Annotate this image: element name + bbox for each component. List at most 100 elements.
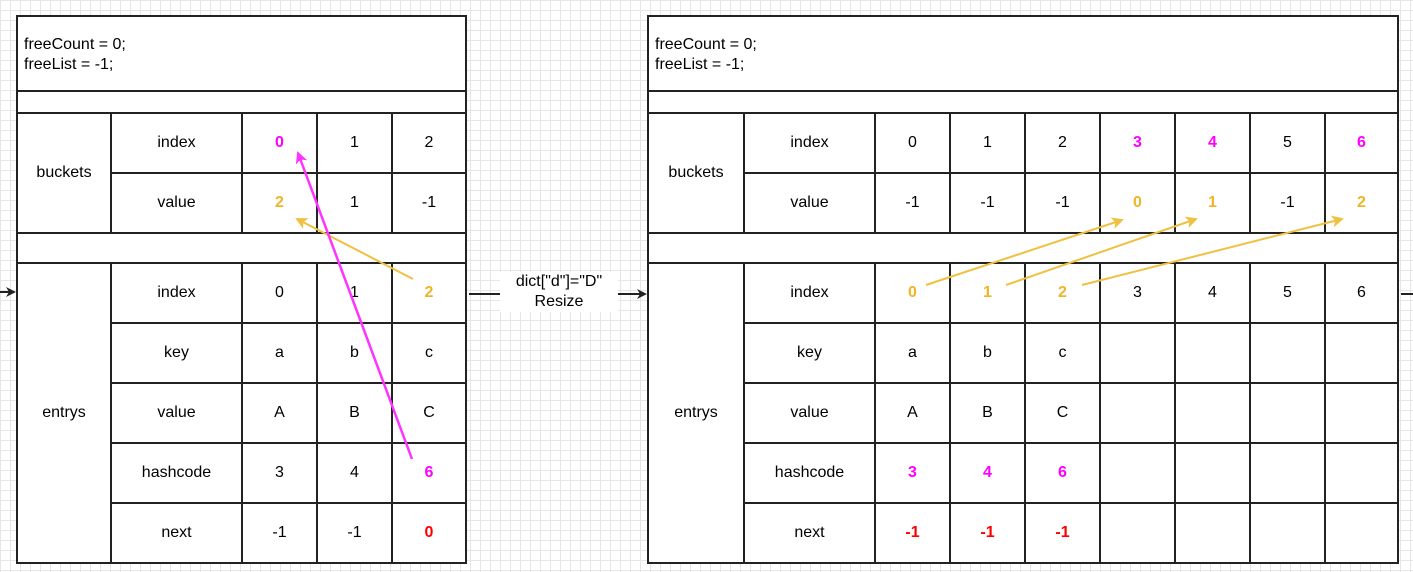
right-entry-next-cell xyxy=(1324,502,1399,564)
right-entry-hashcode-cell xyxy=(1174,442,1251,504)
left-entrys-row-label: key xyxy=(110,322,243,384)
left-buckets-value-label: value xyxy=(110,172,243,234)
right-entry-next-cell: -1 xyxy=(874,502,951,564)
right-entry-index-cell: 5 xyxy=(1249,262,1326,324)
left-entrys-row-label: hashcode xyxy=(110,442,243,504)
transition-operation: dict["d"]="D" xyxy=(515,273,603,290)
right-entry-index-cell: 4 xyxy=(1174,262,1251,324)
right-buckets-label: buckets xyxy=(647,112,745,234)
left-spacer-top xyxy=(16,90,467,114)
right-entry-hashcode-cell: 6 xyxy=(1024,442,1101,504)
right-entry-next-cell xyxy=(1249,502,1326,564)
right-bucket-index-cell: 3 xyxy=(1099,112,1176,174)
left-entry-value-cell: B xyxy=(316,382,393,444)
left-entry-index-cell: 2 xyxy=(391,262,467,324)
right-entry-hashcode-cell: 4 xyxy=(949,442,1026,504)
right-header: freeCount = 0; freeList = -1; xyxy=(647,15,1399,92)
transition-label: dict["d"]="D" Resize xyxy=(500,272,618,312)
right-entry-value-cell xyxy=(1174,382,1251,444)
right-entrys-row-label: value xyxy=(743,382,876,444)
left-bucket-index-cell: 2 xyxy=(391,112,467,174)
right-entry-value-cell: C xyxy=(1024,382,1101,444)
right-entry-index-cell: 1 xyxy=(949,262,1026,324)
right-bucket-value-cell: 0 xyxy=(1099,172,1176,234)
left-header: freeCount = 0; freeList = -1; xyxy=(16,15,467,92)
left-bucket-index-cell: 0 xyxy=(241,112,318,174)
left-entry-hashcode-cell: 6 xyxy=(391,442,467,504)
right-entry-index-cell: 3 xyxy=(1099,262,1176,324)
right-entrys-row-label: hashcode xyxy=(743,442,876,504)
left-entry-hashcode-cell: 4 xyxy=(316,442,393,504)
left-entry-next-cell: -1 xyxy=(316,502,393,564)
right-bucket-value-cell: 1 xyxy=(1174,172,1251,234)
right-bucket-index-cell: 0 xyxy=(874,112,951,174)
right-entry-value-cell xyxy=(1099,382,1176,444)
right-entrys-label: entrys xyxy=(647,262,745,564)
left-buckets-index-label: index xyxy=(110,112,243,174)
transition-resize: Resize xyxy=(534,293,584,310)
left-free-count: freeCount = 0; xyxy=(24,36,126,53)
right-entry-value-cell xyxy=(1249,382,1326,444)
left-bucket-index-cell: 1 xyxy=(316,112,393,174)
right-entry-index-cell: 6 xyxy=(1324,262,1399,324)
left-entry-next-cell: -1 xyxy=(241,502,318,564)
right-entrys-row-label: next xyxy=(743,502,876,564)
left-bucket-value-cell: 2 xyxy=(241,172,318,234)
right-entrys-row-label: key xyxy=(743,322,876,384)
right-bucket-index-cell: 4 xyxy=(1174,112,1251,174)
right-bucket-value-cell: 2 xyxy=(1324,172,1399,234)
right-entry-key-cell: b xyxy=(949,322,1026,384)
right-entry-hashcode-cell: 3 xyxy=(874,442,951,504)
right-buckets-index-label: index xyxy=(743,112,876,174)
right-entry-key-cell: a xyxy=(874,322,951,384)
right-entry-key-cell xyxy=(1324,322,1399,384)
left-entry-index-cell: 1 xyxy=(316,262,393,324)
left-free-list: freeList = -1; xyxy=(24,56,114,73)
left-bucket-value-cell: 1 xyxy=(316,172,393,234)
right-entry-value-cell xyxy=(1324,382,1399,444)
left-entry-value-cell: A xyxy=(241,382,318,444)
right-entry-value-cell: B xyxy=(949,382,1026,444)
right-entry-hashcode-cell xyxy=(1324,442,1399,504)
right-entry-next-cell: -1 xyxy=(1024,502,1101,564)
left-entry-key-cell: c xyxy=(391,322,467,384)
right-buckets-value-label: value xyxy=(743,172,876,234)
right-entry-key-cell xyxy=(1174,322,1251,384)
right-free-list: freeList = -1; xyxy=(655,56,745,73)
left-entrys-row-label: value xyxy=(110,382,243,444)
right-entry-key-cell xyxy=(1099,322,1176,384)
left-entrys-row-label: next xyxy=(110,502,243,564)
right-free-count: freeCount = 0; xyxy=(655,36,757,53)
right-entry-key-cell xyxy=(1249,322,1326,384)
left-bucket-value-cell: -1 xyxy=(391,172,467,234)
left-entrys-row-label: index xyxy=(110,262,243,324)
right-bucket-value-cell: -1 xyxy=(874,172,951,234)
right-spacer-mid xyxy=(647,232,1399,264)
left-entry-value-cell: C xyxy=(391,382,467,444)
left-entry-key-cell: b xyxy=(316,322,393,384)
right-entry-value-cell: A xyxy=(874,382,951,444)
right-entry-hashcode-cell xyxy=(1249,442,1326,504)
right-entrys-row-label: index xyxy=(743,262,876,324)
left-entry-hashcode-cell: 3 xyxy=(241,442,318,504)
right-entry-next-cell xyxy=(1174,502,1251,564)
right-entry-next-cell: -1 xyxy=(949,502,1026,564)
right-entry-key-cell: c xyxy=(1024,322,1101,384)
right-bucket-value-cell: -1 xyxy=(1249,172,1326,234)
right-spacer-top xyxy=(647,90,1399,114)
left-entry-key-cell: a xyxy=(241,322,318,384)
left-entrys-label: entrys xyxy=(16,262,112,564)
right-entry-hashcode-cell xyxy=(1099,442,1176,504)
right-bucket-index-cell: 1 xyxy=(949,112,1026,174)
right-bucket-index-cell: 5 xyxy=(1249,112,1326,174)
right-entry-next-cell xyxy=(1099,502,1176,564)
left-entry-next-cell: 0 xyxy=(391,502,467,564)
right-bucket-value-cell: -1 xyxy=(1024,172,1101,234)
right-bucket-index-cell: 2 xyxy=(1024,112,1101,174)
left-entry-index-cell: 0 xyxy=(241,262,318,324)
right-entry-index-cell: 0 xyxy=(874,262,951,324)
left-spacer-mid xyxy=(16,232,467,264)
right-bucket-value-cell: -1 xyxy=(949,172,1026,234)
left-buckets-label: buckets xyxy=(16,112,112,234)
right-entry-index-cell: 2 xyxy=(1024,262,1101,324)
